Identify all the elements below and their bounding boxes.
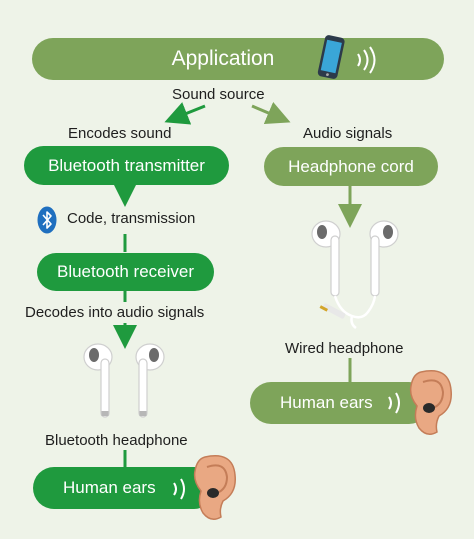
sound-waves-icon <box>357 46 376 74</box>
headphone-cord-label: Headphone cord <box>288 156 414 176</box>
bluetooth-transmitter-box: Bluetooth transmitter <box>24 146 229 185</box>
sound-waves-icon <box>173 478 185 500</box>
ear-icon <box>409 370 452 435</box>
earbuds-icon <box>83 343 165 418</box>
audio-signals-label: Audio signals <box>303 125 393 142</box>
encodes-sound-label: Encodes sound <box>68 125 172 142</box>
headphone-cord-box: Headphone cord <box>264 147 438 186</box>
human-ears-left-label: Human ears <box>63 478 156 497</box>
bluetooth-receiver-box: Bluetooth receiver <box>37 253 214 291</box>
bluetooth-headphone-label: Bluetooth headphone <box>45 432 188 449</box>
arrow-source-to-right <box>251 101 291 125</box>
phone-icon <box>317 35 345 79</box>
human-ears-right-label: Human ears <box>280 393 373 412</box>
arrow-source-to-left <box>164 102 206 125</box>
decodes-label: Decodes into audio signals <box>25 304 205 321</box>
bluetooth-transmitter-label: Bluetooth transmitter <box>48 155 205 175</box>
wired-earbuds-icon <box>311 220 399 330</box>
bluetooth-receiver-label: Bluetooth receiver <box>56 262 195 281</box>
application-bar: Application <box>32 38 444 80</box>
sound-source-label: Sound source <box>172 86 265 103</box>
wired-headphone-label: Wired headphone <box>285 340 404 357</box>
code-transmission-label: Code, transmission <box>67 210 196 227</box>
application-title: Application <box>171 47 275 70</box>
bluetooth-icon <box>37 206 57 234</box>
sound-waves-icon <box>388 392 400 414</box>
ear-icon <box>193 455 236 520</box>
